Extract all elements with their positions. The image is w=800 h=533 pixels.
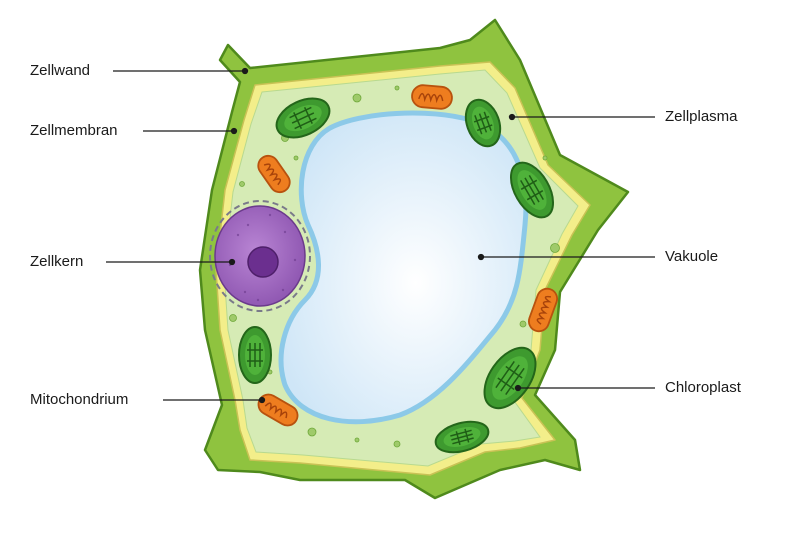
label-zellmembran: Zellmembran [30, 122, 118, 139]
label-chloroplast: Chloroplast [665, 379, 741, 396]
cytoplasm-granules [229, 85, 560, 448]
label-mitochondrium: Mitochondrium [30, 391, 129, 408]
nucleolus [247, 246, 279, 278]
label-vakuole: Vakuole [665, 248, 719, 265]
chloroplasts [238, 97, 555, 454]
nucleus [209, 200, 311, 312]
label-zellplasma: Zellplasma [665, 108, 738, 125]
leader-lines [106, 67, 655, 404]
label-zellwand: Zellwand [30, 62, 91, 79]
label-zellkern: Zellkern [30, 253, 84, 270]
